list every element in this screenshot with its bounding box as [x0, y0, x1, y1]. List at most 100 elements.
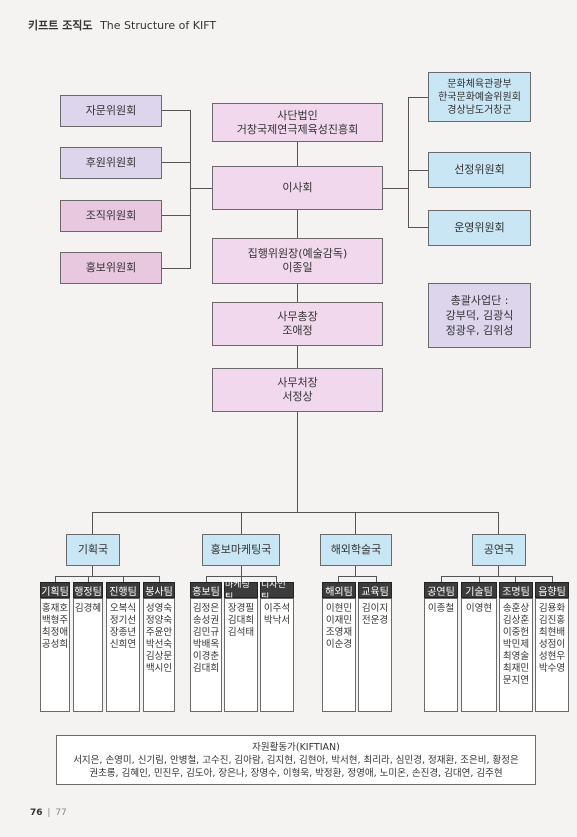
- connector-left-vertical: [190, 110, 191, 269]
- team-overseas-members: 이현민 이재민 조영재 이순경: [322, 598, 356, 712]
- connector-right-3: [408, 227, 428, 228]
- committee-advisory: 자문위원회: [60, 95, 162, 127]
- title-english: The Structure of KIFT: [100, 19, 217, 32]
- team-admin-members: 김경혜: [73, 598, 103, 712]
- connector-left-3: [162, 215, 190, 216]
- dept4-stem: [498, 566, 499, 576]
- spine-4: [297, 346, 298, 368]
- spine-1: [297, 142, 298, 166]
- team-planning-header: 기획팀: [40, 582, 70, 598]
- dept2-drop-a: [206, 576, 207, 582]
- team-pr-members: 김정은 송성권 김민규 박배옥 이경춘 김대희: [190, 598, 222, 712]
- dept3-drop-a: [338, 576, 339, 582]
- team-overseas-header: 해외팀: [322, 582, 356, 598]
- connector-left-2: [162, 162, 190, 163]
- dept1-drop-b: [88, 576, 89, 582]
- dept4-drop-d: [552, 576, 553, 582]
- secretary-general-title: 사무총장: [277, 310, 318, 323]
- connector-right-1: [408, 97, 428, 98]
- member: 홍재호: [41, 603, 69, 614]
- team-technical-header: 기술팀: [461, 582, 497, 598]
- secretariat-head-title: 사무처장: [277, 376, 318, 389]
- team-performance-header: 공연팀: [424, 582, 458, 598]
- team-design-header: 디자인팀: [260, 580, 294, 603]
- team-education-members: 김이지 전운경: [358, 598, 392, 712]
- team-sound-members: 김용화 김진홍 최현배 성점이 성현우 박수영: [535, 598, 569, 712]
- department-bus: [92, 512, 498, 513]
- committee-promotion: 홍보위원회: [60, 252, 162, 284]
- member: 조영재: [325, 627, 353, 638]
- team-lighting-header: 조명팀: [499, 582, 533, 598]
- dept2-drop-c: [276, 576, 277, 582]
- member: 김석태: [227, 627, 255, 638]
- dept-performance: 공연국: [472, 534, 526, 566]
- volunteers-box: 자원활동가(KIFTIAN) 서지은, 손영미, 신기림, 안병철, 고수진, …: [56, 735, 536, 785]
- sponsor-ministries-box: 문화체육관광부 한국문화예술위원회 경상남도거창군: [428, 72, 531, 122]
- spine-5: [297, 412, 298, 512]
- spine-3: [297, 284, 298, 302]
- dept3-drop-b: [376, 576, 377, 582]
- team-marketing-header: 마케팅팀: [224, 580, 258, 603]
- member: 주윤안: [145, 627, 173, 638]
- connector-left-board: [190, 188, 212, 189]
- drop-dept-3: [355, 512, 356, 534]
- committee-sponsorship: 후원위원회: [60, 147, 162, 179]
- spine-2: [297, 210, 298, 238]
- team-education-header: 교육팀: [358, 582, 392, 598]
- member: 성점이: [538, 639, 566, 650]
- connector-right-board: [383, 188, 408, 189]
- volunteers-line-1: 서지은, 손영미, 신기림, 안병철, 고수진, 김아람, 김지현, 김현아, …: [73, 754, 519, 766]
- committee-organizing: 조직위원회: [60, 200, 162, 232]
- connector-right-vertical: [408, 97, 409, 227]
- member: 김상훈: [502, 615, 530, 626]
- corporation-line-1: 사단법인: [277, 108, 318, 122]
- member: 김진홍: [538, 615, 566, 626]
- page-numbers: 76 | 77: [30, 808, 67, 818]
- member: 이현민: [325, 603, 353, 614]
- member: 김상문: [145, 651, 173, 662]
- gpt-line-1: 총괄사업단 :: [450, 294, 509, 307]
- member: 김대희: [227, 615, 255, 626]
- dept4-drop-c: [515, 576, 516, 582]
- team-progress-header: 진행팀: [106, 582, 140, 598]
- dept1-drop-a: [55, 576, 56, 582]
- member: 이순경: [325, 639, 353, 650]
- gpt-line-2: 강부덕, 김광식: [445, 309, 514, 322]
- page-number-left: 76: [30, 808, 43, 818]
- operation-committee: 운영위원회: [428, 210, 531, 246]
- team-admin-header: 행정팀: [73, 582, 103, 598]
- member: 이경춘: [192, 651, 220, 662]
- team-performance-members: 이종철: [424, 598, 458, 712]
- member: 김이지: [361, 603, 389, 614]
- member: 김민규: [192, 627, 220, 638]
- title-korean: 키프트 조직도: [28, 19, 93, 32]
- team-lighting-members: 송훈상 김상훈 이중헌 박민제 최영술 최재민 문지연: [499, 598, 533, 712]
- corporation-box: 사단법인 거창국제연극제육성진흥회: [212, 103, 383, 142]
- page-separator: |: [47, 808, 51, 818]
- member: 이재민: [325, 615, 353, 626]
- member: 박낙서: [263, 615, 291, 626]
- member: 신희연: [109, 639, 137, 650]
- member: 이종철: [427, 603, 455, 614]
- member: 성현우: [538, 651, 566, 662]
- board-box: 이사회: [212, 166, 383, 210]
- team-planning-members: 홍재호 백형주 최정애 공성희: [40, 598, 70, 712]
- member: 최현배: [538, 627, 566, 638]
- team-volunteer-members: 성영숙 정양숙 주윤안 박선숙 김상문 백시인: [143, 598, 175, 712]
- member: 김용화: [538, 603, 566, 614]
- connector-left-4: [162, 268, 190, 269]
- executive-name: 이종일: [282, 261, 313, 274]
- dept-pr-marketing: 홍보마케팅국: [202, 534, 280, 566]
- dept1-drop-d: [159, 576, 160, 582]
- executive-title: 집행위원장(예술감독): [247, 247, 348, 260]
- member: 김대희: [192, 663, 220, 674]
- team-technical-members: 이영현: [461, 598, 497, 712]
- secretariat-head-box: 사무처장 서정상: [212, 368, 383, 412]
- page-header: 키프트 조직도 The Structure of KIFT: [28, 17, 216, 33]
- volunteers-line-2: 권초롱, 김혜인, 민진우, 김도아, 장은나, 장명수, 이형욱, 박정환, …: [89, 767, 503, 779]
- member: 이중헌: [502, 627, 530, 638]
- dept4-bus: [441, 576, 552, 577]
- member: 송훈상: [502, 603, 530, 614]
- dept1-bus: [55, 576, 159, 577]
- member: 최영술: [502, 651, 530, 662]
